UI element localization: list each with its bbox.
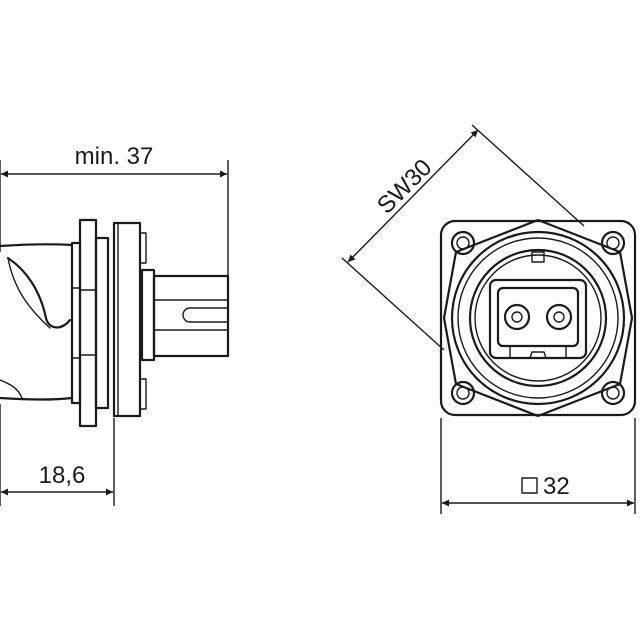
wrench-size-label: SW30 (372, 154, 437, 219)
mounting-hole (450, 230, 476, 256)
front-receptacle (140, 268, 230, 362)
outer-ring (450, 230, 626, 406)
mounting-hole (600, 230, 626, 256)
dimension-overall-length: min. 37 (0, 143, 229, 278)
front-view: SW30 32 (341, 124, 637, 514)
square-symbol-icon (521, 477, 538, 494)
threaded-nut (70, 218, 110, 428)
flange-offset-label: 18,6 (39, 462, 86, 489)
square-size-label: 32 (543, 473, 570, 500)
fiber-ferrule-left (503, 303, 531, 331)
inner-ring (468, 248, 608, 388)
duplex-port (488, 278, 588, 360)
overall-length-label: min. 37 (75, 143, 154, 170)
flange (112, 221, 147, 418)
hex-nut (442, 218, 634, 418)
fiber-ferrule-right (545, 303, 573, 331)
side-view: min. 37 18,6 (0, 143, 230, 506)
dimension-square-size: 32 (440, 418, 636, 514)
key-notch (531, 251, 545, 263)
dimension-flange-offset: 18,6 (0, 404, 115, 506)
mounting-hole (600, 380, 626, 406)
mounting-hole (450, 380, 476, 406)
cable-body (0, 243, 74, 401)
